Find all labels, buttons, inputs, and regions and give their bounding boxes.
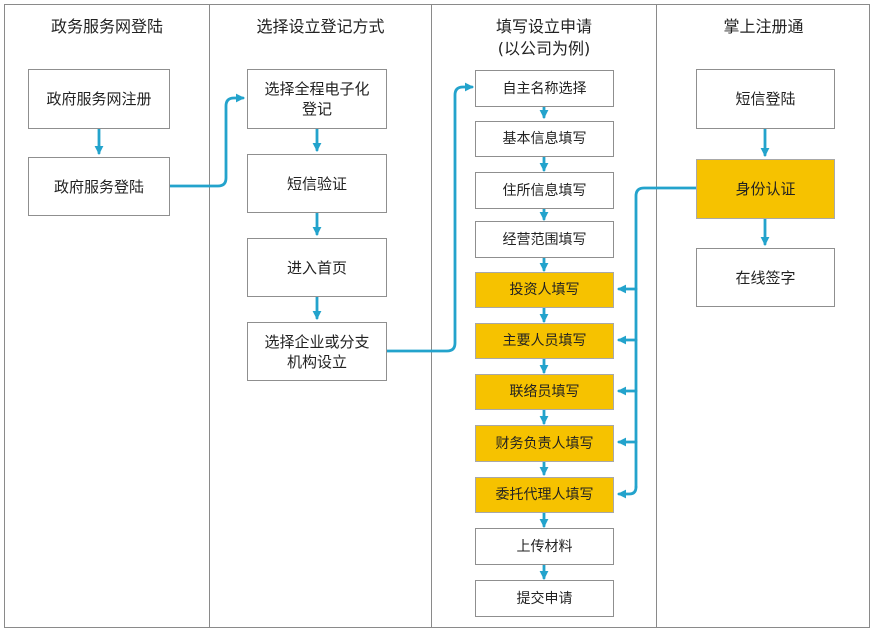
column-title-mobile-registration: 掌上注册通 [723, 17, 804, 36]
step-liaison: 联络员填写 [475, 374, 614, 410]
step-label: 财务负责人填写 [495, 435, 594, 452]
arrow-select-to-name [385, 82, 474, 353]
step-basic-info: 基本信息填写 [475, 121, 614, 157]
step-investor: 投资人填写 [475, 272, 614, 308]
select-enterprise-branch-box: 选择企业或分支 机构设立 [247, 322, 387, 381]
gov-service-register-box: 政府服务网注册 [28, 69, 170, 129]
column-title-fill-application: 填写设立申请 [495, 17, 592, 36]
sms-verification-label: 短信验证 [286, 174, 347, 193]
identity-bus-line [634, 186, 698, 489]
step-key-staff: 主要人员填写 [475, 323, 614, 359]
arrow-identity-to-agent [617, 485, 638, 499]
sms-verification-box: 短信验证 [247, 154, 387, 213]
online-signature-box: 在线签字 [696, 248, 835, 307]
identity-authentication-label: 身份认证 [735, 180, 796, 198]
step-authorized-agent: 委托代理人填写 [475, 477, 614, 513]
step-label: 自主名称选择 [502, 80, 587, 97]
gov-service-register-label: 政府服务网注册 [46, 90, 152, 108]
full-electronic-line2: 登记 [301, 100, 332, 118]
select-enterprise-line1: 选择企业或分支 [264, 332, 370, 351]
step-label: 住所信息填写 [502, 182, 587, 199]
online-signature-label: 在线签字 [735, 268, 796, 287]
step-address-info: 住所信息填写 [475, 172, 614, 209]
identity-authentication-box: 身份认证 [696, 159, 835, 219]
step-label: 经营范围填写 [502, 231, 587, 248]
step-label: 基本信息填写 [502, 131, 587, 147]
column-divider [209, 4, 210, 628]
step-label: 上传材料 [516, 538, 573, 555]
gov-service-login-label: 政府服务登陆 [53, 177, 144, 196]
column-title-gov-login: 政务服务网登陆 [50, 17, 163, 36]
full-electronic-registration-box: 选择全程电子化 登记 [247, 69, 387, 129]
column-subtitle-company-example: (以公司为例) [497, 39, 591, 58]
step-label: 委托代理人填写 [495, 487, 594, 503]
arrow-login-to-electronic [168, 93, 245, 188]
column-divider [431, 4, 432, 628]
step-name-selection: 自主名称选择 [475, 70, 614, 107]
step-finance-officer: 财务负责人填写 [475, 425, 614, 462]
step-label: 主要人员填写 [502, 333, 587, 349]
column-divider [656, 4, 657, 628]
select-enterprise-line2: 机构设立 [286, 352, 347, 371]
sms-login-label: 短信登陆 [735, 90, 796, 108]
step-submit-application: 提交申请 [475, 580, 614, 617]
step-label: 提交申请 [516, 590, 573, 607]
full-electronic-line1: 选择全程电子化 [264, 80, 370, 98]
column-title-registration-method: 选择设立登记方式 [256, 17, 385, 36]
diagram-frame [4, 4, 870, 628]
enter-homepage-label: 进入首页 [286, 258, 347, 277]
step-upload-materials: 上传材料 [475, 528, 614, 565]
step-label: 联络员填写 [509, 384, 580, 400]
step-label: 投资人填写 [509, 282, 580, 298]
step-business-scope: 经营范围填写 [475, 221, 614, 258]
sms-login-box: 短信登陆 [696, 69, 835, 129]
enter-homepage-box: 进入首页 [247, 238, 387, 297]
gov-service-login-box: 政府服务登陆 [28, 157, 170, 216]
